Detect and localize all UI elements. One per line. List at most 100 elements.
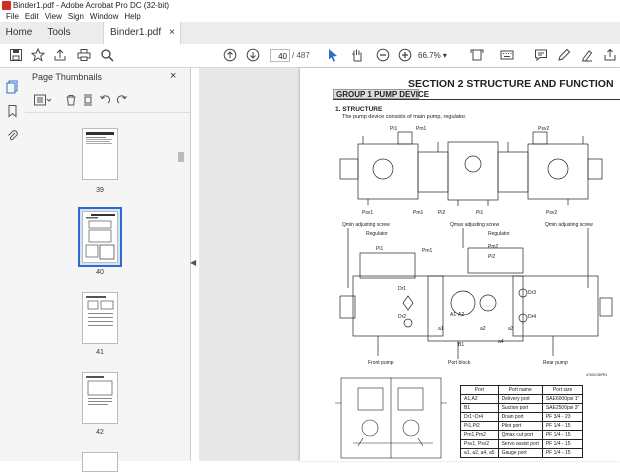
label-psv2-top: Psv2 [538,126,549,132]
label-pm2: Pm2 [488,244,499,250]
print-icon[interactable] [77,48,91,62]
label-pi1-top: Pi1 [390,126,397,132]
label-a1: A1 [450,312,456,318]
group-title: GROUP 1 PUMP DEVICE [333,89,429,99]
chevron-down-icon: ▾ [442,51,447,60]
label-a1-gauge: a1 [438,326,444,332]
page-number-input[interactable]: 40 [270,49,290,62]
menu-view[interactable]: View [44,12,62,21]
page-thumbnails-panel: Page Thumbnails × 39 40 41 42 [25,68,191,472]
previous-page-icon[interactable] [223,48,237,62]
zoom-level-value: 66.7% [418,51,441,60]
share-icon[interactable] [603,48,617,62]
panel-title: Page Thumbnails [32,72,102,82]
label-b1: B1 [458,342,464,348]
rotate-right-icon[interactable] [116,94,128,106]
label-pi2: Pi2 [488,254,495,260]
page-thumbnail-next[interactable] [82,452,118,472]
upload-icon[interactable] [53,48,67,62]
label-front-pump: Front pump [368,360,394,366]
left-navigation-rail [0,68,26,461]
fit-page-icon[interactable] [470,48,484,62]
label-pi2-bottom: Pi2 [438,210,445,216]
highlight-icon[interactable] [580,48,594,62]
hydraulic-circuit-diagram [335,377,447,459]
search-icon[interactable] [100,48,114,62]
label-pm1-bottom: Pm1 [413,210,424,216]
label-qmin-left: Qmin adjusting screw [342,222,390,228]
collapse-panel-icon[interactable]: ◀ [190,258,197,267]
bookmarks-icon[interactable] [6,104,19,118]
menu-edit[interactable]: Edit [24,12,39,21]
zoom-level-select[interactable]: 66.7% ▾ [418,49,454,62]
toolbar: 40 / 487 66.7% ▾ [0,44,620,68]
label-pi1-bottom: Pi1 [476,210,483,216]
table-cell: PF 3/4 - 23 [541,412,584,422]
close-tab-icon[interactable]: × [169,27,175,38]
acrobat-app-icon [2,1,11,10]
page-thumbnail-40[interactable] [82,211,118,263]
page-thumbnails-icon[interactable] [6,80,19,94]
table-cell: Gauge port [497,448,543,458]
table-cell: SAE6000psi 1" [541,394,584,404]
label-a3-gauge: a3 [508,326,514,332]
select-cursor-icon[interactable] [326,48,340,62]
table-cell: Psv1, Psv2 [460,439,499,449]
menu-file[interactable]: File [6,12,19,21]
pen-icon[interactable] [557,48,571,62]
page-40-preview [85,214,115,260]
table-cell: SAE2500psi 3" [541,403,584,413]
heading-rule [333,99,620,100]
table-header-row: Port Port name Port size [460,385,584,395]
menu-window[interactable]: Window [89,12,119,21]
menu-sign[interactable]: Sign [67,12,84,21]
page-label-39: 39 [96,187,104,194]
document-page: SECTION 2 STRUCTURE AND FUNCTION GROUP 1… [300,68,620,461]
table-cell: a1, a2, a4, a5 [460,448,499,458]
label-psv2-bottom: Psv2 [546,210,557,216]
hand-tool-icon[interactable] [350,48,364,62]
table-cell: Servo assist port [497,439,543,449]
tab-document[interactable]: Binder1.pdf × [103,22,181,44]
zoom-out-icon[interactable] [376,48,390,62]
zoom-in-icon[interactable] [398,48,412,62]
keyboard-icon[interactable] [500,48,514,62]
page-thumbnail-42[interactable] [82,372,118,424]
rotate-left-icon[interactable] [99,94,111,106]
table-cell: Pm1,Pm2 [460,430,499,440]
pump-front-view-drawing: Qmin adjusting screw Qmax adjusting scre… [339,222,613,377]
bookmark-star-icon[interactable] [31,48,45,62]
page-42-preview [86,376,113,405]
options-menu-icon[interactable] [34,94,52,106]
menu-help[interactable]: Help [124,12,141,21]
intro-text: The pump device consists of main pump, r… [342,114,467,120]
label-dr4: Dr4 [528,314,536,320]
page-thumbnail-41[interactable] [82,292,118,344]
label-dr2: Dr2 [398,314,406,320]
label-dr1: Dr1 [398,286,406,292]
delete-page-icon[interactable] [65,94,77,106]
window-title: Binder1.pdf - Adobe Acrobat Pro DC (32-b… [13,1,170,10]
thumbnail-scrollbar-thumb[interactable] [178,152,184,162]
page-thumbnail-39[interactable] [82,128,118,180]
tab-tools[interactable]: Tools [47,27,71,38]
label-a2-gauge: a2 [480,326,486,332]
comment-icon[interactable] [534,48,548,62]
tab-home[interactable]: Home [5,27,33,38]
pump-top-view-drawing: Pi1 Pm1 Psv2 Psv1 Pm1 Pi2 Pi1 Psv2 [339,126,603,216]
next-page-icon[interactable] [246,48,260,62]
label-pm1: Pm1 [422,248,433,254]
title-bar: Binder1.pdf - Adobe Acrobat Pro DC (32-b… [0,0,620,11]
close-panel-icon[interactable]: × [170,70,177,82]
save-icon[interactable] [9,48,23,62]
section-title: SECTION 2 STRUCTURE AND FUNCTION [408,78,614,90]
attachments-icon[interactable] [6,128,19,142]
label-a4-gauge: a4 [498,339,504,345]
thumbnail-toolbar [25,88,190,113]
subsection-title: 1. STRUCTURE [335,106,383,113]
insert-page-icon[interactable] [82,94,94,106]
